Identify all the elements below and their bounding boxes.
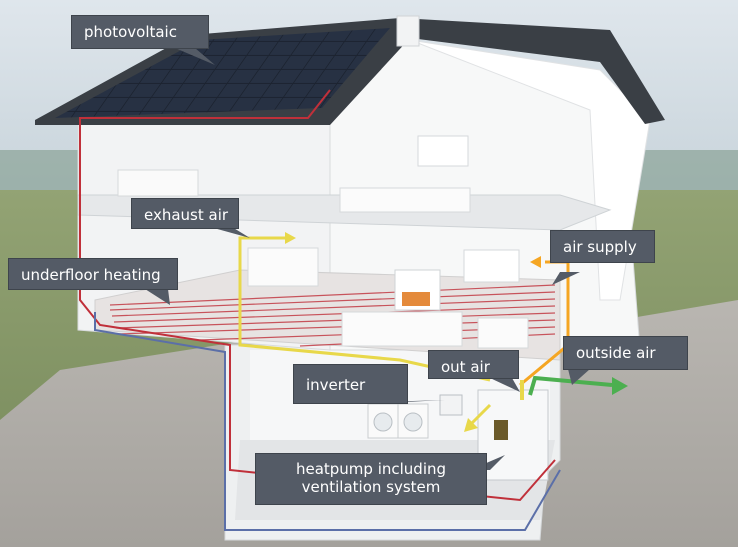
washer-door-1 bbox=[373, 412, 393, 432]
photovoltaic-label: photovoltaic bbox=[71, 15, 209, 49]
armchair bbox=[477, 317, 529, 349]
sofa-upper bbox=[117, 169, 199, 197]
heatpump-label-line1: heatpump including bbox=[295, 460, 447, 478]
air-supply-label: air supply bbox=[550, 230, 655, 263]
photovoltaic-pointer bbox=[175, 48, 215, 65]
exhaust-air-pointer bbox=[210, 227, 250, 238]
basement-air-flow bbox=[468, 403, 492, 427]
heatpump-display bbox=[494, 420, 508, 440]
air-supply-pointer bbox=[552, 272, 580, 285]
chimney bbox=[396, 15, 420, 47]
heatpump-label-line2: ventilation system bbox=[301, 478, 441, 496]
exhaust-air-label: exhaust air bbox=[131, 198, 239, 229]
bed bbox=[339, 187, 471, 213]
air-supply-arrow bbox=[530, 256, 541, 268]
outside-air-label: outside air bbox=[563, 336, 688, 370]
outside-air-pointer bbox=[568, 369, 590, 385]
basement-air-arrow bbox=[464, 418, 478, 432]
outside-air-arrow bbox=[612, 377, 628, 395]
wall-radiator-unit bbox=[463, 249, 520, 283]
outside-air-duct bbox=[528, 375, 613, 396]
sofa-living bbox=[341, 311, 463, 347]
out-air-pointer bbox=[490, 378, 520, 392]
heatpump-label: heatpump including ventilation system bbox=[255, 453, 487, 505]
kitchen-island bbox=[247, 247, 319, 287]
fire bbox=[402, 292, 430, 306]
exhaust-air-arrow bbox=[285, 232, 296, 244]
gable-wall bbox=[409, 39, 651, 301]
washer-door-2 bbox=[403, 412, 423, 432]
solar-panels bbox=[55, 28, 390, 118]
underfloor-heating-pointer bbox=[145, 289, 170, 305]
heating-return-pipe bbox=[94, 312, 561, 531]
wall-tv bbox=[417, 135, 469, 167]
out-air-label: out air bbox=[428, 350, 519, 379]
inverter-label: inverter bbox=[293, 364, 408, 404]
inverter-box bbox=[439, 394, 463, 416]
underfloor-heating-label: underfloor heating bbox=[8, 258, 178, 290]
